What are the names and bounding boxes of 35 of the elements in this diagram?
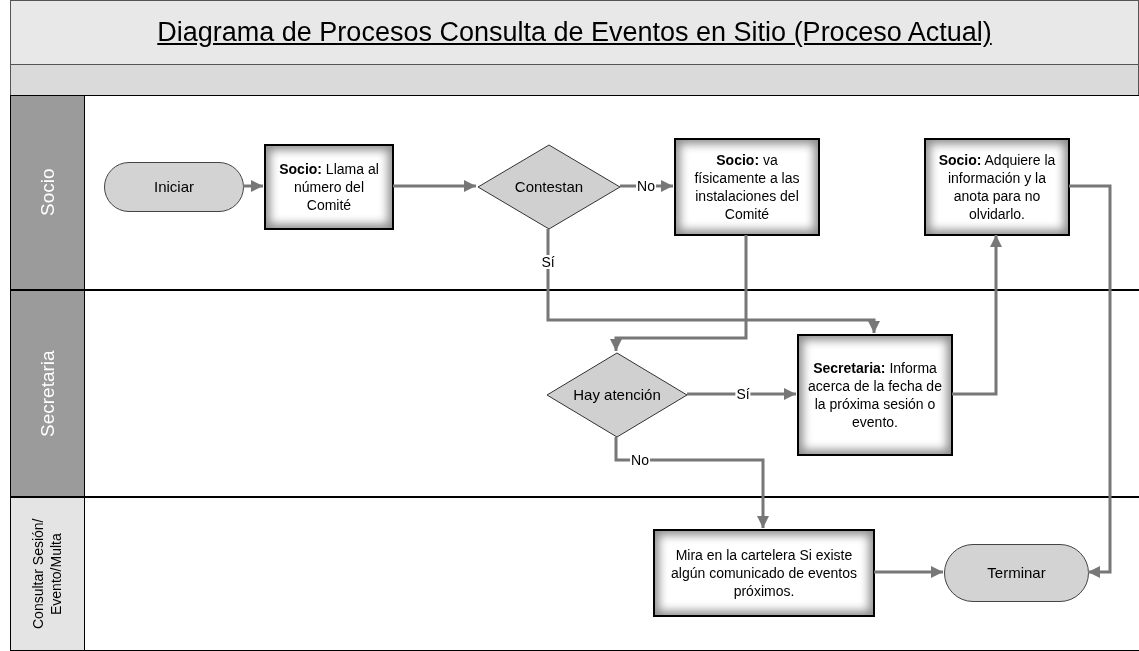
- node-text: Socio: Llama al número del Comité: [278, 159, 380, 215]
- lane-header: Socio: [11, 96, 85, 289]
- arrow: [874, 566, 943, 578]
- diagram-title: Diagrama de Procesos Consulta de Eventos en Sitio (Proceso Actual): [157, 16, 992, 50]
- node-text: Hay atención: [573, 384, 661, 405]
- node-text: Secretaria: Informa acerca de la fecha de la próxima sesión o evento.: [807, 358, 943, 432]
- node-text: Socio: va físicamente a las instalaciones del Comité: [693, 150, 801, 224]
- node-text: Mira en la cartelera Si existe algún comunicado de eventos próximos.: [670, 545, 858, 601]
- process-box: [653, 529, 875, 617]
- arrow: [614, 437, 769, 528]
- arrow: [393, 180, 476, 192]
- swimlane: [10, 497, 1139, 651]
- arrow: [610, 235, 748, 351]
- node-text: Iniciar: [154, 176, 194, 197]
- edge-label: Sí: [735, 387, 751, 401]
- arrow: [546, 229, 880, 333]
- node-text: Contestan: [514, 176, 584, 197]
- arrow: [1069, 184, 1112, 578]
- lane-header: Consultar Sesión/ Evento/Multa: [11, 498, 85, 650]
- lane-header: Secretaria: [11, 291, 85, 496]
- process-box: [797, 334, 953, 456]
- terminal-pill: [104, 162, 244, 212]
- swimlane: [10, 95, 1139, 290]
- arrow: [687, 388, 796, 400]
- edge-label: No: [630, 453, 650, 467]
- edge-label: No: [636, 179, 656, 193]
- process-box: [924, 138, 1070, 236]
- arrow: [243, 180, 263, 192]
- node-text: Socio: Adquiere la información y la anota para no olvidarlo.: [937, 150, 1057, 224]
- arrow: [952, 235, 1002, 396]
- process-box: [674, 138, 820, 236]
- edge-label: Sí: [540, 255, 556, 269]
- swimlane: [10, 290, 1139, 497]
- process-box: [264, 144, 394, 230]
- node-text: Terminar: [987, 562, 1046, 583]
